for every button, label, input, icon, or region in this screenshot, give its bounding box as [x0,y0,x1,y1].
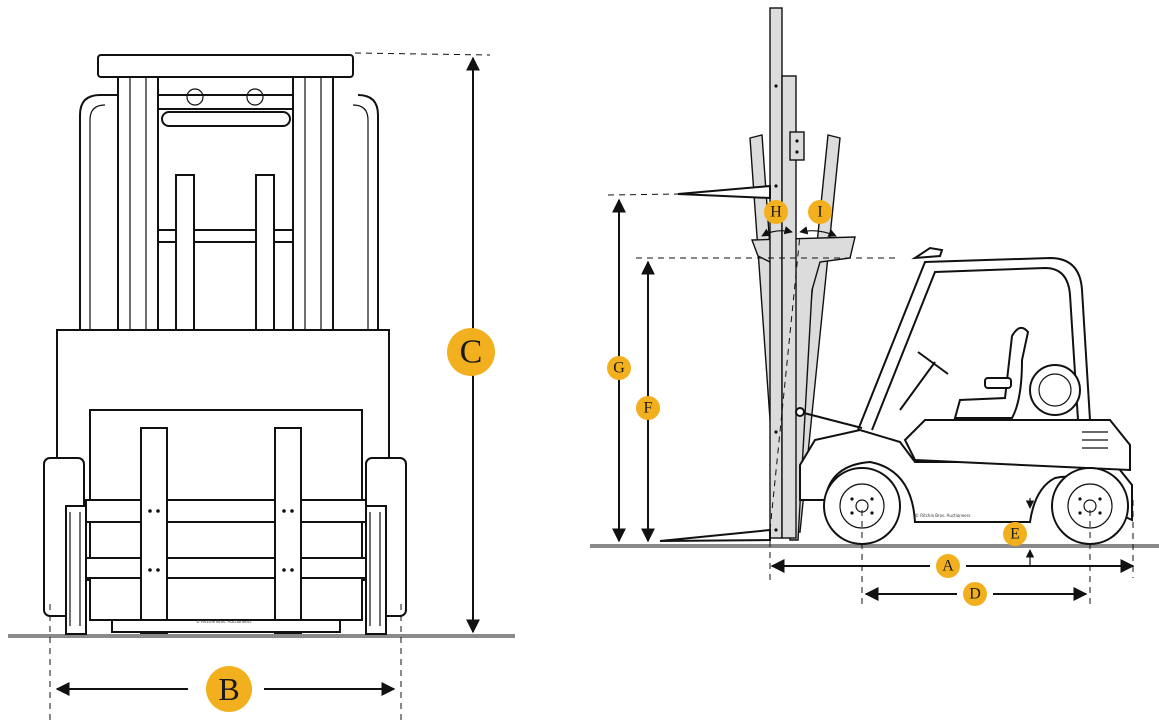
overhead-guard-top [97,54,354,78]
label-B: B [218,671,239,707]
fork-right [274,427,302,634]
lpg-tank [1029,364,1081,416]
badge-B [206,666,252,712]
label-A: A [942,558,954,575]
fork-raised [677,184,771,200]
badge-I [808,200,832,224]
mast-crossbar-top [157,94,294,110]
overhead-guard-frame [79,94,379,330]
badge-G [607,356,631,380]
badge-F [636,396,660,420]
badge-H [764,200,788,224]
load-backrest-top [161,111,291,127]
side-credit: © Ritchie Bros. Auctioneers [915,513,970,518]
label-C: C [460,334,483,371]
badge-C [447,328,495,376]
label-E: E [1010,526,1020,543]
fork-left [140,427,168,634]
front-view: © Ritchie Bros. Auctioneers C B [8,52,515,720]
operator-seat [953,326,1030,419]
fork-carriage-bar-upper [85,499,367,523]
front-wheel [823,467,901,545]
label-D: D [969,586,981,603]
fork-carriage-bar-lower [85,557,367,579]
tilt-cylinder [799,411,863,429]
badge-E [1003,522,1027,546]
front-credit: © Ritchie Bros. Auctioneers [196,619,251,624]
side-view: © Ritchie Bros. Auctioneers [590,7,1159,606]
badge-A [936,554,960,578]
fork-lowered [659,528,771,542]
side-overhead-guard [857,256,1091,431]
badge-D [963,582,987,606]
label-I: I [817,204,822,221]
steering-column [899,361,936,411]
label-H: H [770,204,782,221]
label-F: F [644,400,653,417]
label-G: G [613,360,625,377]
